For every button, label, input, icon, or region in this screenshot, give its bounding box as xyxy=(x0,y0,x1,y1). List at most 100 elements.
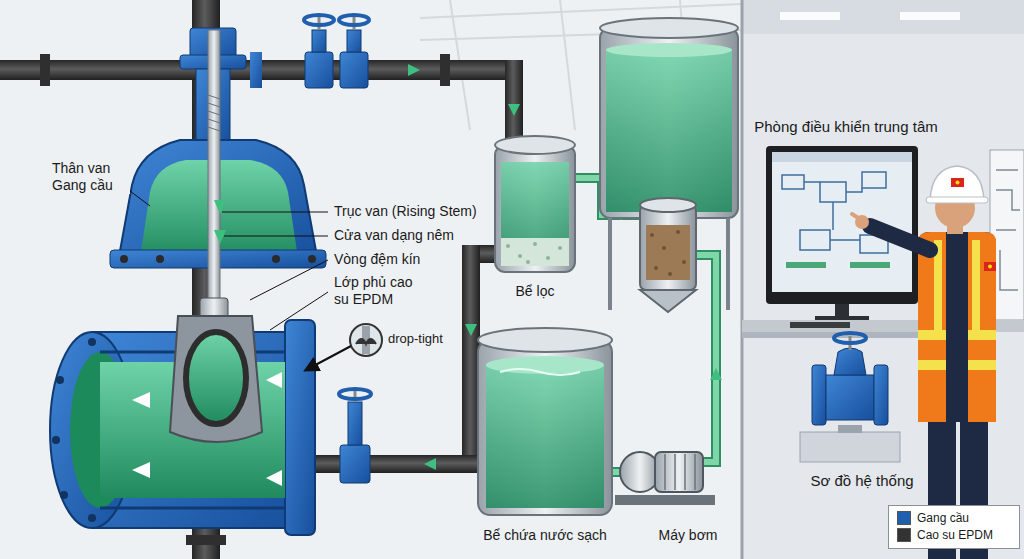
filter-tank-part-part xyxy=(533,242,537,246)
main-gate-valve-part xyxy=(132,372,282,486)
worker-part xyxy=(951,178,964,187)
filter-tank-part-part xyxy=(526,260,530,264)
control-room-background-part xyxy=(900,12,960,20)
main-gate-valve-part-part xyxy=(56,376,64,384)
top-gate-valves-part xyxy=(340,52,368,88)
pipes-part xyxy=(440,54,450,86)
legend-text: Cao su EPDM xyxy=(917,527,993,544)
legend-text: Gang cầu xyxy=(917,510,969,527)
control-room-background-part xyxy=(780,12,840,20)
cartridge-filter xyxy=(640,198,696,312)
callout-label: Thân van Gang cầu xyxy=(50,160,130,194)
cartridge-filter-part xyxy=(640,205,696,290)
big-tank-part xyxy=(600,18,738,38)
detail-label: drop-tight xyxy=(386,331,445,347)
control-room-background-part xyxy=(741,0,744,559)
main-gate-valve-part xyxy=(186,332,246,424)
worker-part xyxy=(852,214,860,219)
room-title: Phòng điều khiển trung tâm xyxy=(752,118,939,136)
callout-label: Trục van (Rising Stem) xyxy=(332,203,479,220)
flow-arrows-part xyxy=(465,324,477,336)
worker-part xyxy=(918,330,946,340)
main-gate-valve-part-part xyxy=(208,127,220,131)
worker-part xyxy=(984,262,996,271)
top-gate-valves-part xyxy=(312,30,326,52)
main-gate-valve-part-part xyxy=(88,338,96,346)
main-gate-valve-part-part xyxy=(266,470,282,486)
factory-background xyxy=(0,0,742,559)
pipes xyxy=(0,0,523,559)
leader-lines-part xyxy=(270,292,328,330)
callout-label: Cửa van dạng nêm xyxy=(332,227,456,244)
cartridge-filter-part xyxy=(646,225,690,280)
tank-label: Bể chứa nước sạch xyxy=(481,527,609,544)
monitor-part-part xyxy=(786,262,826,268)
worker-part xyxy=(968,232,996,422)
green-pipes-part xyxy=(696,255,716,462)
monitor-part xyxy=(835,304,849,318)
main-gate-valve-part-part xyxy=(208,119,220,123)
clean-water-tank-part xyxy=(500,369,580,375)
monitor-part xyxy=(786,262,890,268)
main-gate-valve-part-part xyxy=(308,255,316,263)
worker-part xyxy=(956,181,960,185)
pump-part xyxy=(615,495,715,505)
worker-part xyxy=(918,232,946,422)
main-gate-valve-part-part xyxy=(60,491,68,499)
filter-tank-part-part xyxy=(506,244,510,248)
pump-label: Máy bơm xyxy=(657,527,720,544)
filter-tank-part xyxy=(495,136,575,154)
big-tank-part xyxy=(600,28,738,218)
flow-arrows-part xyxy=(408,64,420,76)
monitor-part xyxy=(772,152,912,292)
main-gate-valve-part xyxy=(214,200,226,244)
flow-arrows-part xyxy=(424,458,436,470)
worker-part xyxy=(988,265,992,269)
valve-model xyxy=(800,333,900,462)
drop-tight-detail xyxy=(306,324,382,370)
worker-part xyxy=(972,240,980,330)
pipes-part xyxy=(186,535,226,545)
callout-label: Lớp phủ cao su EPDM xyxy=(332,274,432,308)
main-gate-valve-part-part xyxy=(208,111,220,115)
pump xyxy=(615,452,715,505)
worker-part xyxy=(930,166,984,200)
bottom-gate-valve xyxy=(339,389,371,483)
big-tank xyxy=(600,18,738,310)
clean-water-tank-part xyxy=(486,356,604,374)
main-gate-valve-part xyxy=(52,338,96,522)
leader-lines-part xyxy=(224,236,328,237)
valve-model-part xyxy=(826,375,874,420)
control-room-background-part xyxy=(742,0,1024,34)
worker-part xyxy=(968,360,996,370)
cartridge-filter-part-part xyxy=(654,266,658,270)
valve-model-part xyxy=(812,365,826,425)
pump-part-part xyxy=(684,454,686,490)
monitor-part-part xyxy=(862,172,886,188)
control-room-background xyxy=(742,0,1024,559)
legend-box: Gang cầuCao su EPDM xyxy=(888,505,1020,549)
main-gate-valve-part xyxy=(170,316,262,442)
valve-model-part xyxy=(838,425,862,433)
valve-model-part xyxy=(834,333,866,343)
worker-part xyxy=(968,330,996,340)
desk-part xyxy=(790,322,850,328)
cartridge-filter-part-part xyxy=(668,272,672,276)
valve-model-part xyxy=(874,365,888,425)
big-tank-part xyxy=(608,218,612,310)
drop-tight-detail-part xyxy=(306,346,351,370)
filter-tank-part-part xyxy=(518,254,522,258)
factory-background-part-part xyxy=(560,0,575,130)
monitor-part-part xyxy=(782,175,804,189)
cartridge-filter-part-part xyxy=(650,233,654,237)
valve-model-part xyxy=(800,432,900,462)
bottom-gate-valve-part xyxy=(340,445,370,483)
pipes-part xyxy=(505,60,523,148)
callout-label: Vòng đệm kín xyxy=(332,251,422,268)
model-caption: Sơ đồ hệ thống xyxy=(808,472,915,490)
monitor-part xyxy=(772,152,912,162)
pump-part xyxy=(665,454,695,490)
tank-label: Bể lọc xyxy=(514,283,557,300)
main-gate-valve-part-part xyxy=(208,95,220,99)
